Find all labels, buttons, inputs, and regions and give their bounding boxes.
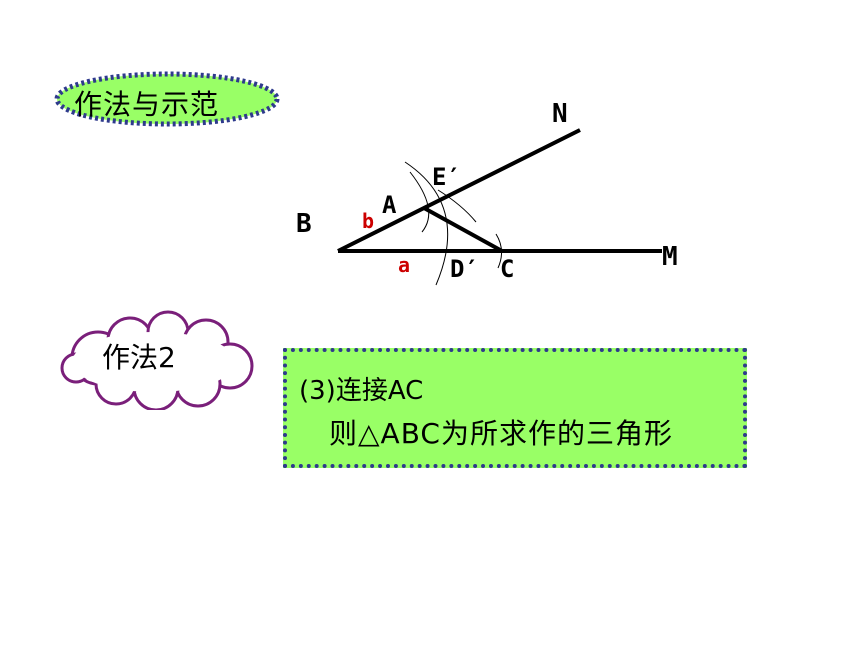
step-title: (3)连接AC — [299, 376, 424, 406]
label-e: E′ — [432, 163, 461, 191]
title-badge: 作法与示范 — [52, 70, 282, 128]
arc-small-c — [495, 233, 502, 269]
cloud-label: 作法2 — [102, 341, 176, 374]
label-side-a: a — [398, 253, 410, 277]
badge-label: 作法与示范 — [74, 88, 220, 121]
step-box: (3)连接AC 则△ABC为所求作的三角形 — [283, 348, 747, 468]
label-d: D′ — [450, 255, 479, 283]
label-b: B — [296, 209, 312, 239]
arc-large — [404, 161, 449, 286]
ray-bn — [337, 128, 581, 253]
label-a: A — [382, 191, 397, 219]
step-description: 则△ABC为所求作的三角形 — [329, 417, 673, 450]
segment-ac — [423, 206, 503, 253]
label-side-b: b — [362, 209, 374, 233]
label-n: N — [552, 99, 568, 129]
badge-shape — [54, 71, 280, 127]
cloud-shape — [60, 310, 254, 410]
label-m: M — [662, 242, 678, 272]
method-cloud: 作法2 — [58, 310, 258, 410]
arc-medium — [409, 171, 430, 233]
label-c: C — [500, 255, 514, 283]
arc-small-e — [437, 189, 477, 223]
